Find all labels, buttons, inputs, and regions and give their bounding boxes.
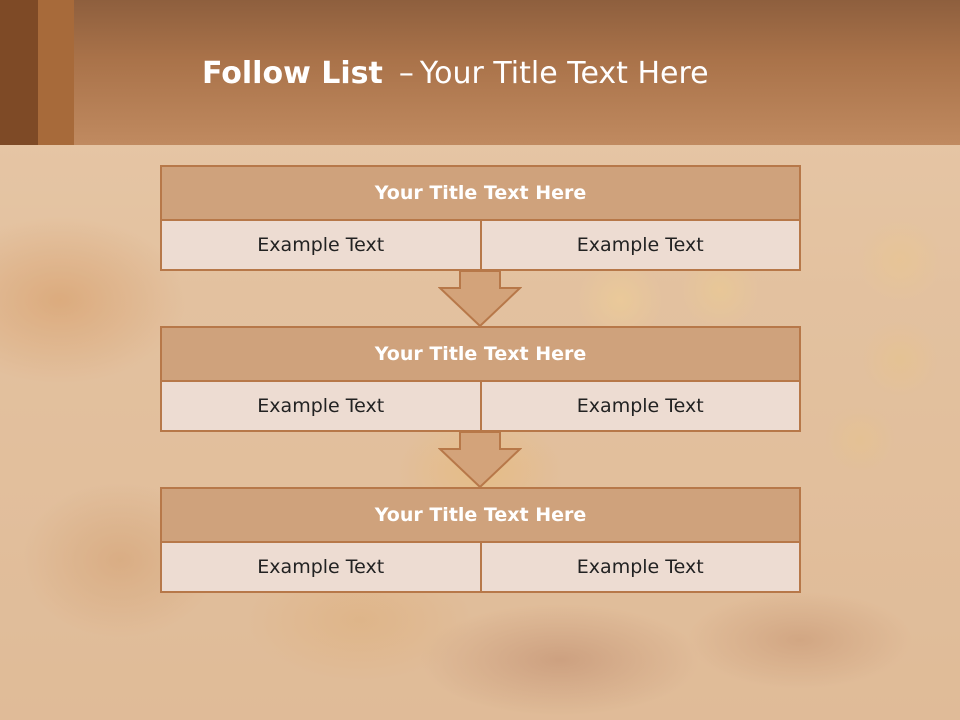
page-title: Follow List–Your Title Text Here bbox=[202, 56, 709, 100]
header-accent-dark bbox=[0, 0, 38, 145]
list-block-3: Your Title Text Here Example Text Exampl… bbox=[160, 487, 801, 593]
list-block-cell-right: Example Text bbox=[479, 382, 800, 430]
list-block-cell-left: Example Text bbox=[257, 234, 385, 256]
down-arrow-icon bbox=[438, 270, 522, 328]
list-block-cell-right: Example Text bbox=[479, 221, 800, 269]
page-title-separator: – bbox=[398, 56, 414, 91]
page-title-rest: Your Title Text Here bbox=[419, 56, 709, 91]
list-block-cell-left: Example Text bbox=[257, 395, 385, 417]
header-bar bbox=[0, 0, 960, 145]
page-title-bold: Follow List bbox=[202, 56, 383, 91]
list-block-cell-right: Example Text bbox=[479, 543, 800, 591]
list-block-2: Your Title Text Here Example Text Exampl… bbox=[160, 326, 801, 432]
list-block-1: Your Title Text Here Example Text Exampl… bbox=[160, 165, 801, 271]
list-block-title: Your Title Text Here bbox=[160, 326, 801, 382]
list-block-row: Example Text Example Text bbox=[160, 221, 801, 271]
list-block-row: Example Text Example Text bbox=[160, 543, 801, 593]
list-block-row: Example Text Example Text bbox=[160, 382, 801, 432]
list-block-title: Your Title Text Here bbox=[160, 165, 801, 221]
list-block-cell-left: Example Text bbox=[257, 556, 385, 578]
down-arrow-icon bbox=[438, 431, 522, 489]
header-accent-light bbox=[38, 0, 74, 145]
list-block-title: Your Title Text Here bbox=[160, 487, 801, 543]
